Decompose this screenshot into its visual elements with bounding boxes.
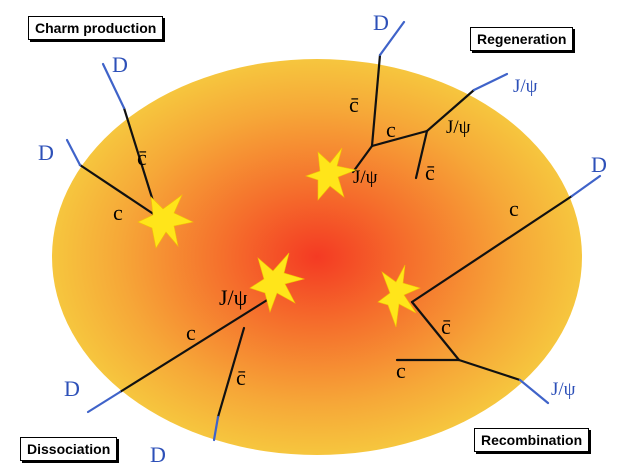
c-label: c: [386, 117, 396, 142]
d-label: D: [591, 152, 607, 177]
jpsi-out-line: [518, 378, 550, 405]
d-label: D: [373, 10, 389, 35]
jpsi-label: J/ψ: [353, 167, 378, 188]
cbar-quark-line: [216, 326, 246, 419]
jpsi-label: J/ψ: [446, 117, 471, 138]
flash-icon: [249, 252, 306, 313]
jpsi-label: J/ψ: [219, 285, 248, 310]
c-quark-line: [370, 129, 429, 148]
regeneration-box: Regeneration: [470, 27, 574, 51]
cbar-label: c̄: [441, 314, 451, 339]
d-meson-line: [101, 62, 126, 110]
c-label: c: [396, 358, 406, 383]
jpsi-line: [425, 88, 476, 133]
c-label: c: [113, 200, 123, 225]
c-quark-line: [118, 295, 274, 394]
jpsi-label: J/ψ: [513, 76, 538, 97]
d-meson-line: [212, 415, 220, 442]
cbar-quark-line: [414, 129, 429, 180]
d-label: D: [64, 376, 80, 401]
cbar-quark-line: [370, 53, 382, 148]
jpsi-out-line: [472, 72, 509, 92]
regeneration-process: D c̄ c J/ψ J/ψ J/ψ c̄: [305, 10, 538, 201]
jpsi-line: [351, 144, 374, 174]
d-meson-line: [65, 138, 82, 167]
cbar-label: c̄: [425, 160, 435, 185]
dissociation-process: J/ψ c c̄ D D: [64, 252, 306, 467]
flash-icon: [377, 264, 421, 328]
c-quark-line: [410, 194, 574, 304]
cbar-label: c̄: [349, 92, 359, 117]
flash-icon: [137, 194, 194, 249]
recombination-process: D c c̄ c J/ψ: [377, 152, 607, 405]
d-label: D: [38, 140, 54, 165]
cbar-label: c̄: [236, 365, 246, 390]
c-label: c: [186, 320, 196, 345]
flash-icon: [305, 147, 358, 201]
charm-production-process: D D c̄ c: [38, 52, 194, 249]
d-meson-line: [86, 390, 122, 414]
d-label: D: [112, 52, 128, 77]
d-meson-line: [378, 20, 406, 57]
c-label: c: [509, 196, 519, 221]
recombination-box: Recombination: [474, 428, 590, 452]
d-label: D: [150, 442, 166, 467]
cbar-quark-line: [410, 300, 461, 362]
dissociation-box: Dissociation: [20, 437, 118, 461]
fireball-ellipse: [52, 59, 582, 455]
c-quark-line: [78, 163, 160, 219]
jpsi-label: J/ψ: [551, 379, 576, 400]
cbar-label: c̄: [137, 145, 147, 170]
d-meson-line: [570, 174, 602, 198]
jpsi-line: [457, 358, 522, 382]
charm-production-box: Charm production: [28, 16, 164, 40]
